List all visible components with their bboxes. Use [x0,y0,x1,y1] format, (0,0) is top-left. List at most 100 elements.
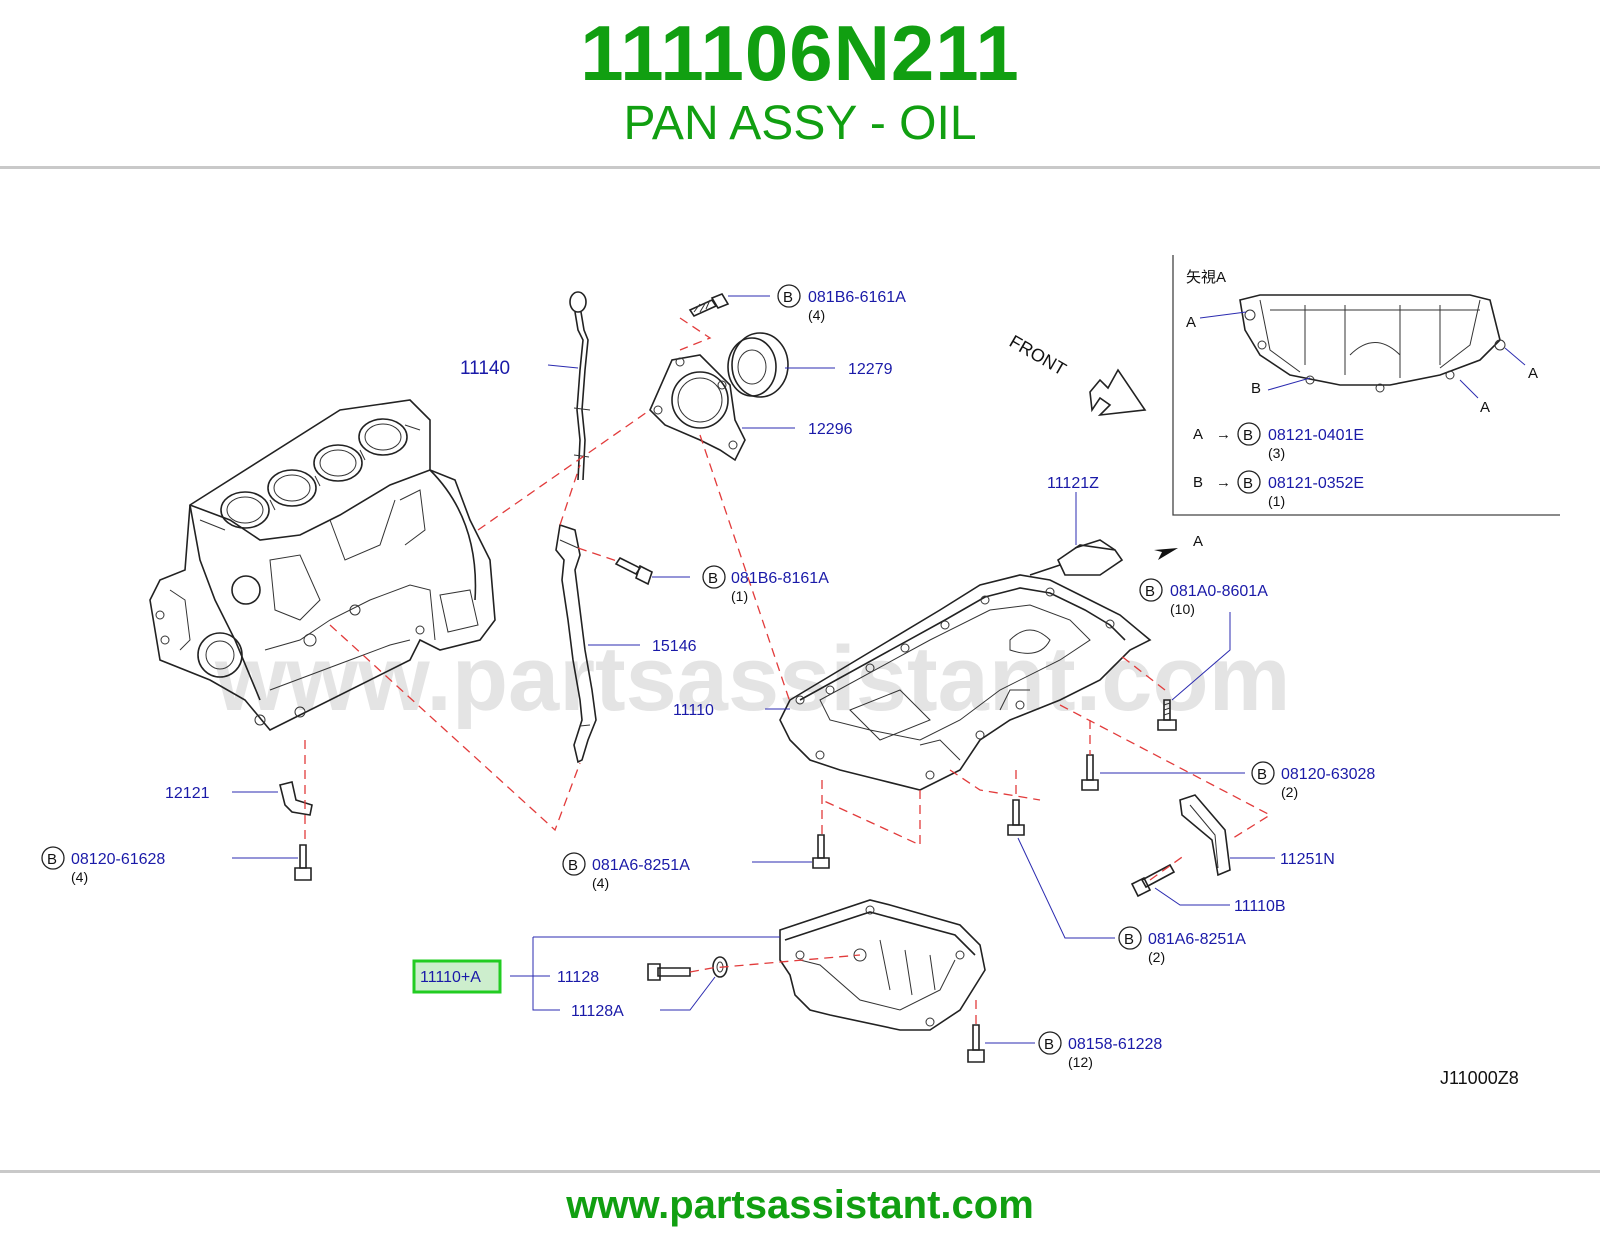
bolt-badge-letter: B [1243,427,1253,444]
callout-qty: (2) [1148,949,1165,965]
header-divider [0,166,1600,169]
inset-label-a-right: A [1528,365,1538,382]
legend-arrow-icon: → [1216,426,1231,443]
callout-qty: (10) [1170,601,1195,617]
callout-11128A[interactable]: 11128A [571,1003,624,1020]
inset-pan-outline [1239,294,1501,386]
upper-oil-pan-drawing [779,574,1152,791]
callout-08120-63028[interactable]: B 08120-63028 (2) [1251,761,1375,800]
callout-081A6-8251A-right[interactable]: B 081A6-8251A (2) [1118,926,1246,965]
bolt-badge-icon [562,852,586,876]
bolt-badge-letter: B [783,289,793,306]
callout-11251N[interactable]: 11251N [1280,851,1335,868]
callout-12279[interactable]: 12279 [848,361,893,378]
bolt-badge-letter: B [568,857,578,874]
callout-text: 081B6-8161A [731,570,829,587]
bolt-badge-icon [41,846,65,870]
callout-text: 081A6-8251A [592,857,690,874]
crankshaft-seal-drawing [727,332,789,398]
callout-qty: (4) [808,307,825,323]
legend-qty: (3) [1268,445,1285,461]
callout-12296[interactable]: 12296 [808,421,853,438]
callout-11140[interactable]: 11140 [460,358,510,379]
bolt-081B6-8161A-drawing [614,556,653,586]
inset-legend-row-b: B → B 08121-0352E (1) [1193,470,1364,509]
callout-qty: (2) [1281,784,1298,800]
page-header: 111106N211 PAN ASSY - OIL [0,0,1600,168]
callout-leader-lines [232,295,1275,1044]
callout-text: 08120-63028 [1281,766,1375,783]
highlight-box [412,959,502,994]
callout-08120-61628[interactable]: B 08120-61628 (4) [41,846,165,885]
callout-15146[interactable]: 15146 [652,638,697,655]
callout-qty: (12) [1068,1054,1093,1070]
bolt-badge-icon [1237,422,1261,446]
callout-081A0-8601A[interactable]: B 081A0-8601A (10) [1139,578,1268,617]
callout-081B6-6161A[interactable]: B 081B6-6161A (4) [777,284,906,323]
callout-text: 081B6-6161A [808,289,906,306]
part-name-subtitle: PAN ASSY - OIL [623,97,977,150]
point-a-label: A [1193,533,1203,550]
callout-08158-61228[interactable]: B 08158-61228 (12) [1038,1031,1162,1070]
engine-block-drawing [149,399,496,731]
legend-arrow-icon: → [1216,474,1231,491]
bolt-badge-icon [1237,470,1261,494]
callout-11121Z[interactable]: 11121Z [1047,475,1099,492]
callout-11110B[interactable]: 11110B [1234,898,1286,915]
bolt-badge-icon [1251,761,1275,785]
rear-seal-retainer-drawing [649,354,746,462]
assembly-dash-lines [304,317,1272,1025]
front-arrow-icon [1089,368,1147,417]
callout-11110-plus-A-highlighted[interactable]: 11110+A [412,959,502,994]
callout-qty: (4) [71,869,88,885]
bolt-badge-letter: B [708,570,718,587]
front-label: FRONT [1006,331,1070,379]
bolt-badge-letter: B [1124,931,1134,948]
inset-label-b: B [1251,380,1261,397]
legend-part[interactable]: 08121-0401E [1268,427,1364,444]
callout-12121[interactable]: 12121 [165,785,210,802]
bolt-badge-icon [1118,926,1142,950]
bolt-badge-letter: B [1257,766,1267,783]
point-a-arrow-icon [1154,548,1178,560]
footer-website-link[interactable]: www.partsassistant.com [566,1183,1034,1227]
callout-11110[interactable]: 11110 [673,702,714,719]
inset-label-a-bottom: A [1480,399,1490,416]
inset-title: 矢視A [1186,269,1226,286]
footer-divider [0,1170,1600,1173]
dipstick-drawing [569,291,591,481]
bolt-badge-letter: B [1044,1036,1054,1053]
lower-oil-pan-drawing [779,899,986,1031]
callout-081A6-8251A-left[interactable]: B 081A6-8251A (4) [562,852,690,891]
part-number-title: 111106N211 [580,9,1020,97]
callout-081B6-8161A[interactable]: B 081B6-8161A (1) [702,565,829,604]
inset-legend-row-a: A → B 08121-0401E (3) [1193,422,1364,461]
cover-11251N-drawing [1179,794,1231,877]
bolt-11110B-drawing [1130,863,1176,898]
dipstick-guide-drawing [555,523,597,764]
inset-frame [1172,255,1560,516]
bolt-badge-icon [1038,1031,1062,1055]
diagram-reference-code: J11000Z8 [1440,1068,1519,1088]
callout-text: 08120-61628 [71,851,165,868]
callout-qty: (4) [592,875,609,891]
bolt-badge-letter: B [1243,475,1253,492]
callout-qty: (1) [731,588,748,604]
callout-11128[interactable]: 11128 [557,969,599,986]
pan-bolts-drawing [294,699,1177,1063]
inset-view-a: 矢視A A B A A A → B 08121-0401E (3) B → B [1172,255,1560,516]
legend-key: B [1193,474,1203,491]
callout-text: 08158-61228 [1068,1036,1162,1053]
legend-part[interactable]: 08121-0352E [1268,475,1364,492]
inset-label-a-left: A [1186,314,1196,331]
callout-text: 11110+A [420,969,481,986]
bolt-badge-icon [1139,578,1163,602]
bolt-badge-icon [702,565,726,589]
bolt-badge-icon [777,284,801,308]
legend-qty: (1) [1268,493,1285,509]
legend-key: A [1193,426,1203,443]
callout-text: 081A0-8601A [1170,583,1268,600]
bolt-081B6-6161A-drawing [688,293,730,318]
bolt-badge-letter: B [1145,583,1155,600]
